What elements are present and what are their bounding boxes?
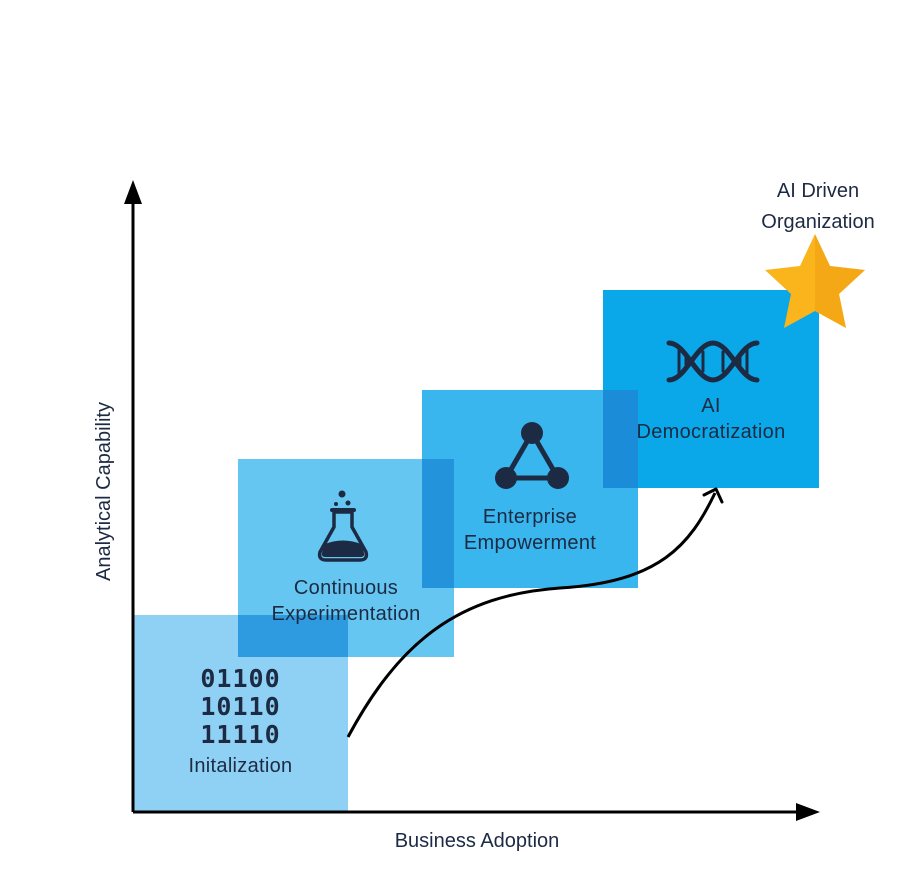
stage-enterprise-empowerment: Enterprise Empowerment xyxy=(422,390,638,588)
flask-icon xyxy=(317,490,369,562)
binary-row: 10110 xyxy=(200,692,281,721)
network-triangle-icon xyxy=(495,422,569,489)
stage-ai-democratization-box xyxy=(603,290,819,488)
stage-enterprise-empowerment-label-line2: Empowerment xyxy=(463,532,597,554)
binary-row: 01100 xyxy=(200,664,281,693)
overlap-region xyxy=(422,459,454,588)
stage-initialization-label: Initalization xyxy=(188,755,293,777)
stage-initialization: 01100 10110 11110 Initalization xyxy=(133,615,348,811)
y-axis-label: Analytical Capability xyxy=(93,402,115,581)
stage-continuous-experimentation: Continuous Experimentation xyxy=(238,459,454,657)
goal-label: AI Driven Organization xyxy=(740,176,896,238)
stage-continuous-experimentation-label-line2: Experimentation xyxy=(271,603,421,625)
y-axis-arrowhead xyxy=(124,180,142,204)
x-axis-label: Business Adoption xyxy=(394,830,560,852)
binary-row: 11110 xyxy=(200,720,281,749)
stage-enterprise-empowerment-label-line1: Enterprise xyxy=(482,506,578,528)
growth-curve-arrowhead xyxy=(702,487,724,504)
x-axis-arrowhead xyxy=(796,803,820,821)
stage-continuous-experimentation-label-line1: Continuous xyxy=(293,577,399,599)
goal-label-line1: AI Driven xyxy=(776,180,860,202)
star-icon xyxy=(765,234,865,328)
stage-ai-democratization: AI Democratization xyxy=(603,290,819,488)
dna-icon xyxy=(666,340,760,383)
overlap-region xyxy=(603,390,638,488)
binary-code-icon: 01100 10110 11110 xyxy=(133,665,348,749)
stage-ai-democratization-label-line2: Democratization xyxy=(636,421,786,443)
goal-label-line2: Organization xyxy=(761,211,875,233)
stage-ai-democratization-label-line1: AI xyxy=(701,395,721,417)
growth-curve-arrow xyxy=(346,492,717,738)
overlap-region xyxy=(238,615,348,657)
